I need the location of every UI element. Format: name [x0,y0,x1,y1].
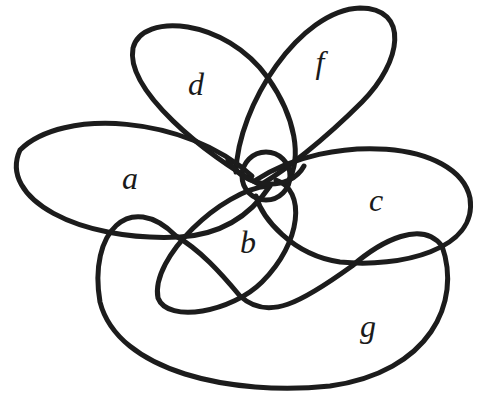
region-letter: b [240,226,256,258]
loop-g [98,217,448,388]
core-loop [242,152,290,200]
loop-a [16,123,270,237]
region-letter: d [188,68,204,100]
loop-d [132,26,295,186]
region-letter: f [316,46,325,78]
region-letter: c [369,184,383,216]
core-strand [228,160,304,184]
region-letter: g [360,310,376,342]
region-letter: a [122,162,138,194]
